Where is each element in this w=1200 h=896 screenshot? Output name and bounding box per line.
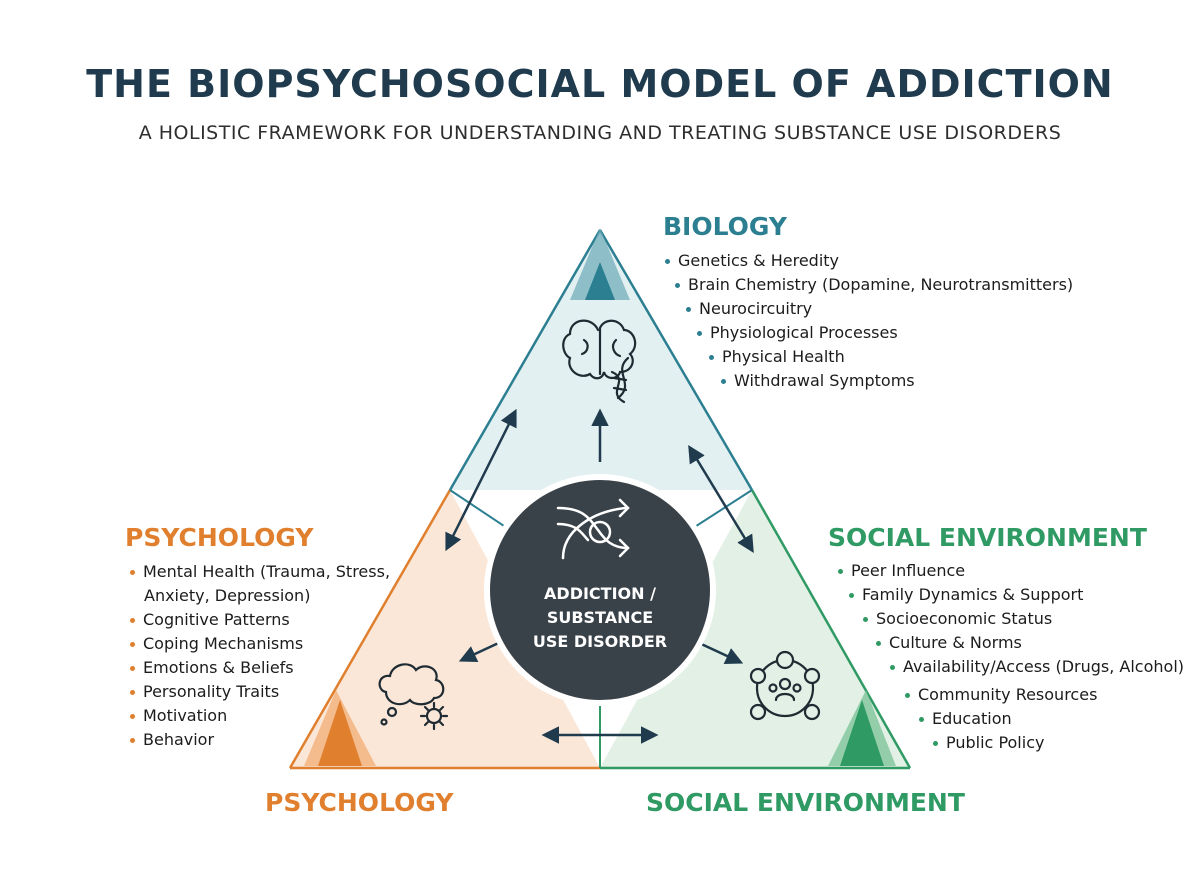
list-item: Availability/Access (Drugs, Alcohol) (890, 655, 1184, 679)
list-item: Physical Health (709, 345, 1073, 369)
list-item: Community Resources (905, 683, 1184, 707)
list-item: Genetics & Heredity (665, 249, 1073, 273)
social-region (600, 490, 910, 768)
thought-cloud-gear-icon (378, 663, 449, 731)
arrow-biology-social (688, 445, 754, 553)
list-item: Motivation (130, 704, 390, 728)
list-item: Peer Influence (838, 559, 1184, 583)
list-item: Physiological Processes (697, 321, 1073, 345)
list-item: Brain Chemistry (Dopamine, Neurotransmit… (675, 273, 1073, 297)
list-item-continuation: Anxiety, Depression) (144, 586, 311, 605)
social-corner-dark (840, 700, 884, 766)
list-item: Coping Mechanisms (130, 632, 390, 656)
psychology-region (290, 490, 600, 768)
list-item: Education (919, 707, 1184, 731)
center-label-line: SUBSTANCE (546, 608, 654, 627)
edge-left-lower (288, 489, 452, 769)
list-item: Culture & Norms (876, 631, 1184, 655)
community-network-icon (749, 650, 821, 721)
intertwined-arrows-icon (556, 498, 630, 560)
social-list: Peer Influence Family Dynamics & Support… (838, 559, 1184, 755)
center-label-line: USE DISORDER (532, 632, 668, 651)
psychology-list: Mental Health (Trauma, Stress, Anxiety, … (130, 560, 390, 752)
page-title: THE BIOPSYCHOSOCIAL MODEL OF ADDICTION (86, 62, 1114, 106)
list-item: Family Dynamics & Support (849, 583, 1184, 607)
center-label-line: ADDICTION / (544, 584, 656, 603)
psychology-heading: PSYCHOLOGY (125, 523, 314, 552)
list-item: Emotions & Beliefs (130, 656, 390, 680)
social-bottom-label: SOCIAL ENVIRONMENT (646, 788, 965, 817)
list-item: Withdrawal Symptoms (721, 369, 1073, 393)
arrow-to-social (696, 640, 744, 665)
biology-list: Genetics & Heredity Brain Chemistry (Dop… (665, 249, 1073, 393)
list-item: Cognitive Patterns (130, 608, 390, 632)
brain-dna-icon (562, 319, 637, 404)
biology-corner-dark (585, 262, 615, 300)
page-subtitle: A HOLISTIC FRAMEWORK FOR UNDERSTANDING A… (138, 122, 1062, 144)
list-item: Behavior (130, 728, 390, 752)
social-heading: SOCIAL ENVIRONMENT (828, 523, 1147, 552)
list-item: Neurocircuitry (686, 297, 1073, 321)
biology-heading: BIOLOGY (663, 212, 787, 241)
center-label: ADDICTION / SUBSTANCE USE DISORDER (510, 582, 690, 654)
arrow-biology-psychology (445, 408, 517, 552)
list-item: Personality Traits (130, 680, 390, 704)
psychology-corner-dark (318, 700, 362, 766)
psychology-bottom-label: PSYCHOLOGY (265, 788, 454, 817)
list-item: Mental Health (Trauma, Stress, (130, 560, 390, 584)
center-circle (484, 474, 716, 706)
edge-right-lower (750, 489, 912, 769)
list-item: Public Policy (933, 731, 1184, 755)
list-item: Socioeconomic Status (863, 607, 1184, 631)
